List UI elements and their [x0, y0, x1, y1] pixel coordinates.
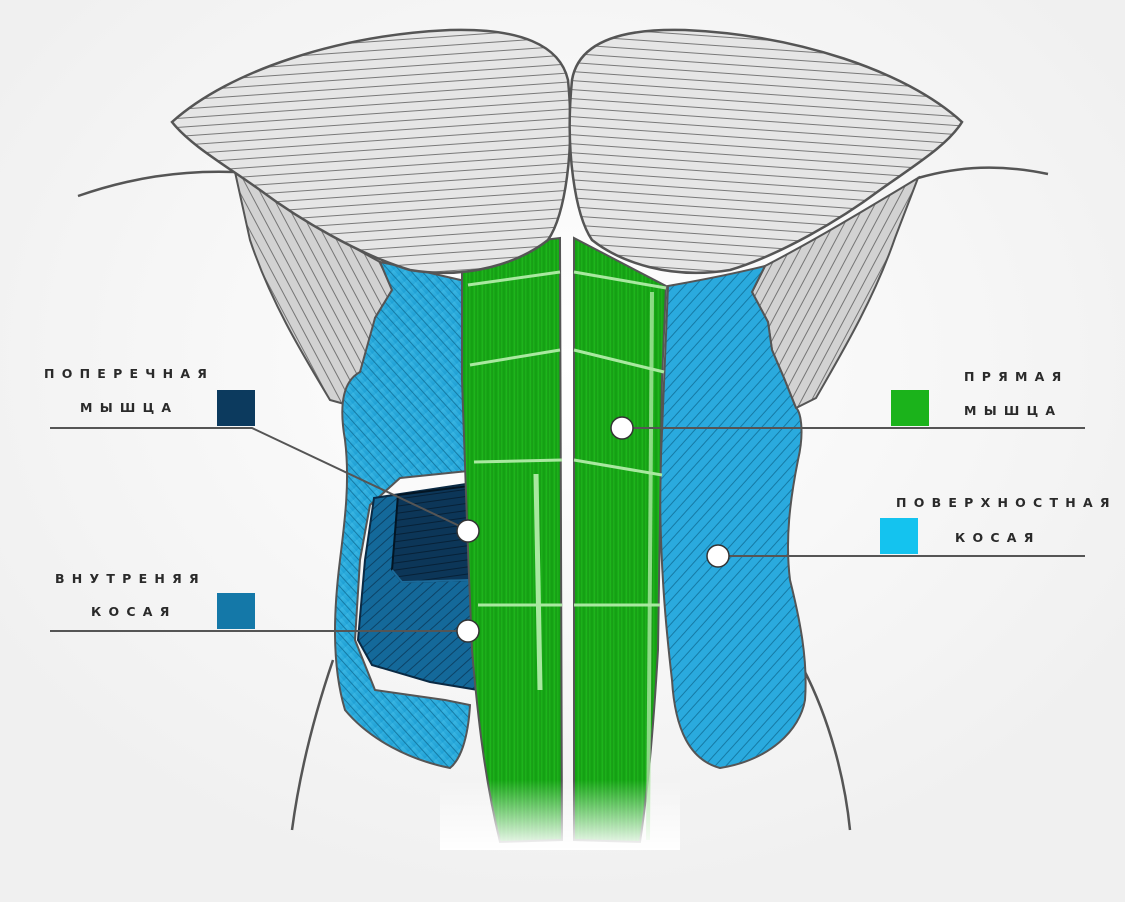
lower-fade: [440, 780, 680, 850]
label-rectus-line2: МЫШЦА: [964, 403, 1063, 418]
leader-transverse: [50, 427, 469, 531]
pectoral-left: [170, 28, 572, 274]
rectus-right: [573, 236, 668, 844]
marker-external-oblique: [706, 544, 730, 568]
swatch-internal-oblique: [217, 593, 255, 629]
label-internal-oblique-line2: КОСАЯ: [91, 604, 177, 619]
rectus-left: [461, 236, 564, 844]
label-internal-oblique-line1: ВНУТРЕНЯЯ: [55, 571, 206, 586]
marker-internal-oblique: [456, 619, 480, 643]
marker-transverse: [456, 519, 480, 543]
swatch-external-oblique: [880, 518, 918, 554]
marker-dots: [456, 416, 730, 643]
label-external-oblique-line1: ПОВЕРХНОСТНАЯ: [896, 495, 1117, 510]
swatch-rectus: [891, 390, 929, 426]
label-external-oblique-line2: КОСАЯ: [955, 530, 1041, 545]
label-transverse-line1: ПОПЕРЕЧНАЯ: [44, 366, 215, 381]
swatch-transverse: [217, 390, 255, 426]
pectoral-right: [568, 28, 964, 274]
marker-rectus: [610, 416, 634, 440]
label-rectus-line1: ПРЯМАЯ: [964, 369, 1069, 384]
torso-outline: [77, 166, 1049, 831]
leader-lines: [50, 427, 1085, 632]
label-transverse-line2: МЫШЦА: [80, 400, 179, 415]
